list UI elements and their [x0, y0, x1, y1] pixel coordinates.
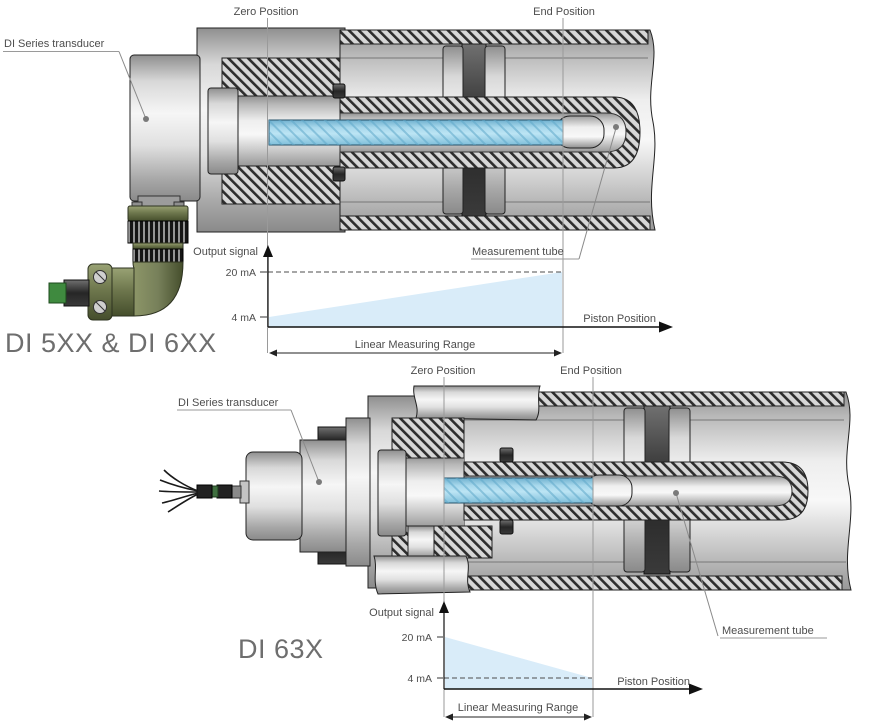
top-diagram: Zero Position End Position DI Series tra…	[3, 6, 673, 358]
measuring-range-label: Linear Measuring Range	[458, 702, 578, 714]
connector-collar	[127, 205, 189, 222]
top-labels: Zero Position End Position DI Series tra…	[3, 6, 619, 358]
y-max-label: 20 mA	[402, 632, 432, 644]
top-transducer	[129, 54, 201, 209]
bottom-graph: Output signal 20 mA 4 mA Piston Position…	[369, 601, 703, 721]
top-cylinder-cutaway	[196, 27, 656, 233]
end-position-label: End Position	[560, 365, 622, 377]
rod-pin-top	[499, 447, 514, 463]
flange-screw	[93, 270, 107, 284]
x-axis-arrow	[659, 321, 673, 333]
zero-position-label: Zero Position	[234, 6, 299, 18]
measurement-tube-leader	[675, 492, 719, 637]
end-cap-section-top	[221, 57, 341, 97]
transducer-flange	[345, 417, 371, 567]
connector-knurl-ring	[132, 248, 184, 263]
bottom-diagram: Zero Position End Position DI Series tra…	[158, 365, 852, 721]
transducer-back-cap	[245, 451, 303, 541]
end-cap-plug	[407, 525, 435, 561]
cylinder-wall-bottom	[463, 575, 843, 591]
y-min-label: 4 mA	[407, 673, 432, 685]
top-graph: Output signal 20 mA 4 mA Piston Position…	[193, 245, 673, 357]
screw-slot	[95, 301, 106, 312]
rod-pin-bottom	[332, 166, 346, 182]
leader-dot	[613, 124, 619, 130]
cylinder-wall-top	[339, 29, 649, 45]
bottom-title: DI 63X	[238, 634, 324, 664]
signal-ramp-fill	[269, 272, 562, 327]
y-axis-label: Output signal	[193, 246, 258, 258]
leader-dot	[673, 490, 679, 496]
zero-position-label: Zero Position	[411, 365, 476, 377]
cylinder-wall-bottom	[339, 215, 651, 231]
measuring-range-label: Linear Measuring Range	[355, 339, 475, 351]
transducer-body	[299, 439, 351, 553]
connector-plug	[63, 279, 90, 307]
transducer-leader	[118, 51, 147, 120]
range-arrowhead-right	[584, 713, 592, 721]
leader-dot	[143, 116, 149, 122]
y-axis-label: Output signal	[369, 607, 434, 619]
rod-pin-bottom	[499, 519, 514, 535]
cable-segment	[216, 484, 233, 499]
measurement-tube-label: Measurement tube	[472, 246, 564, 258]
transducer-mounting-nut	[377, 449, 407, 537]
top-connector	[48, 201, 189, 321]
y-axis-arrow	[263, 245, 273, 257]
measurement-tube-label: Measurement tube	[722, 625, 814, 637]
cable-wires	[158, 469, 199, 513]
end-cap-section-bottom	[221, 165, 341, 205]
transducer-label: DI Series transducer	[178, 397, 279, 409]
screw-slot	[95, 271, 106, 282]
transducer-label: DI Series transducer	[4, 38, 105, 50]
y-max-label: 20 mA	[226, 267, 256, 279]
transducer-mounting-nut	[207, 87, 239, 175]
y-min-label: 4 mA	[231, 312, 256, 324]
head-bottom-block	[373, 555, 471, 595]
y-axis-arrow	[439, 601, 449, 613]
end-cap-section-top	[391, 417, 465, 459]
range-arrowhead-left	[445, 713, 453, 721]
bottom-transducer	[158, 417, 371, 567]
signal-ramp-fill	[445, 637, 592, 689]
bottom-labels: Zero Position End Position DI Series tra…	[177, 365, 827, 664]
head-top-block	[413, 385, 541, 421]
connector-knurl-ring	[127, 220, 189, 244]
x-axis-label: Piston Position	[617, 676, 690, 688]
leader-dot	[316, 479, 322, 485]
flange-screw	[93, 300, 107, 314]
connector-elbow	[132, 261, 184, 317]
transducer-housing	[129, 54, 201, 202]
sensor-waveguide-hatch	[444, 478, 593, 503]
end-cap-section-bottom	[391, 525, 493, 559]
x-axis-arrow	[689, 683, 703, 695]
transducer-leader	[290, 409, 320, 483]
sensor-waveguide-hatch	[269, 120, 563, 145]
end-position-label: End Position	[533, 6, 595, 18]
bottom-cylinder-cutaway	[367, 385, 852, 595]
range-arrowhead-right	[554, 349, 562, 357]
connector-tip	[48, 282, 67, 304]
measurement-tube-leader	[578, 127, 617, 260]
connector-band	[132, 242, 184, 250]
cable-sheath	[196, 484, 213, 499]
x-axis-label: Piston Position	[583, 313, 656, 325]
range-arrowhead-left	[269, 349, 277, 357]
rod-pin-top	[332, 83, 346, 99]
top-title: DI 5XX & DI 6XX	[5, 328, 217, 358]
